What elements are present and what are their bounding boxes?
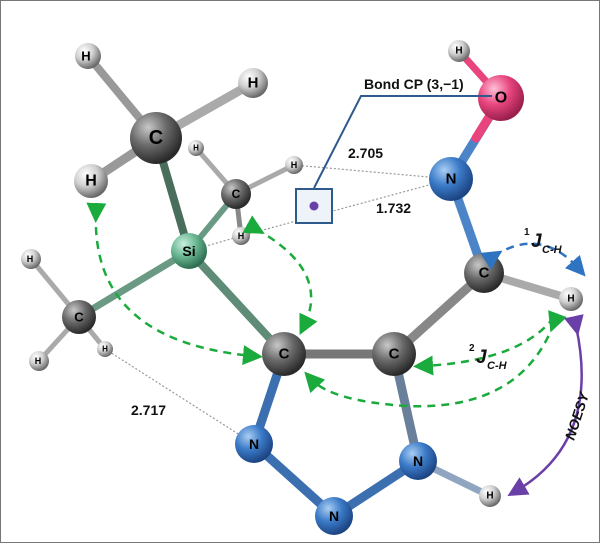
svg-text:J: J [531,231,542,252]
distance-label: 2.717 [131,402,166,418]
svg-text:2: 2 [469,343,475,354]
green-dashed-arrow [304,310,567,408]
svg-text:C: C [74,310,84,325]
atom-h: H [188,140,204,156]
purple-noesy-arrow [507,314,584,497]
svg-text:H: H [486,491,493,502]
svg-text:H: H [455,46,462,57]
svg-text:C: C [389,346,400,363]
atom-h: H [285,156,303,174]
atom-h: H [232,227,250,245]
blue-dashed-arrow [480,242,586,277]
svg-text:H: H [35,356,42,366]
svg-text:H: H [85,173,97,190]
svg-text:J: J [476,347,487,368]
cp-dot [309,201,319,211]
atom-h: H [75,43,101,69]
atom-h: H [238,68,268,98]
atom-h: H [97,341,113,357]
green-dashed-arrow [242,215,318,335]
green-dashed-arrow [86,202,263,366]
coupling-arrows [86,202,586,497]
svg-text:H: H [102,345,108,354]
atom-c: C [130,112,182,164]
svg-text:H: H [27,254,34,264]
svg-text:H: H [193,144,199,153]
green-dashed-arrow [413,316,555,376]
atom-h: H [479,485,501,507]
j2-label: 2 J C-H [469,343,508,372]
atom-c: C [262,332,306,376]
atom-c: C [372,332,416,376]
svg-text:O: O [495,90,507,107]
svg-text:H: H [238,231,245,241]
svg-text:H: H [567,294,574,305]
atoms: H H H C H H H C Si H H H C C C N N N H C… [21,40,583,535]
j1-label: 1 J C-H [524,227,563,256]
atom-c: C [464,253,504,293]
svg-text:H: H [291,160,298,170]
svg-text:N: N [329,508,339,524]
svg-text:N: N [249,436,259,452]
svg-text:C: C [149,127,163,149]
atom-n: N [429,157,473,201]
atom-h: H [21,249,41,269]
atom-n: N [399,442,437,480]
svg-text:1: 1 [524,227,530,238]
noesy-label: NOESY [562,389,593,442]
distance-label: 1.732 [376,200,411,216]
svg-text:C: C [232,187,241,201]
atom-h: H [559,287,583,311]
atom-h: H [29,351,49,371]
atom-n: N [235,425,273,463]
svg-text:N: N [446,171,457,188]
svg-text:H: H [248,75,259,92]
distance-label: 2.705 [348,145,383,161]
atom-h: H [448,40,470,62]
atom-h: H [74,164,108,198]
svg-text:Si: Si [182,243,195,259]
atom-o: O [478,75,524,121]
bond-cp-label: Bond CP (3,−1) [364,76,464,92]
svg-text:C: C [479,265,490,282]
svg-text:N: N [413,453,423,469]
svg-text:C-H: C-H [542,244,563,256]
svg-text:C: C [279,346,290,363]
svg-text:C-H: C-H [487,360,508,372]
svg-text:H: H [81,49,90,64]
atom-si: Si [171,233,207,269]
atom-c: C [62,300,96,334]
atom-n: N [315,497,353,535]
atom-c: C [221,179,251,209]
